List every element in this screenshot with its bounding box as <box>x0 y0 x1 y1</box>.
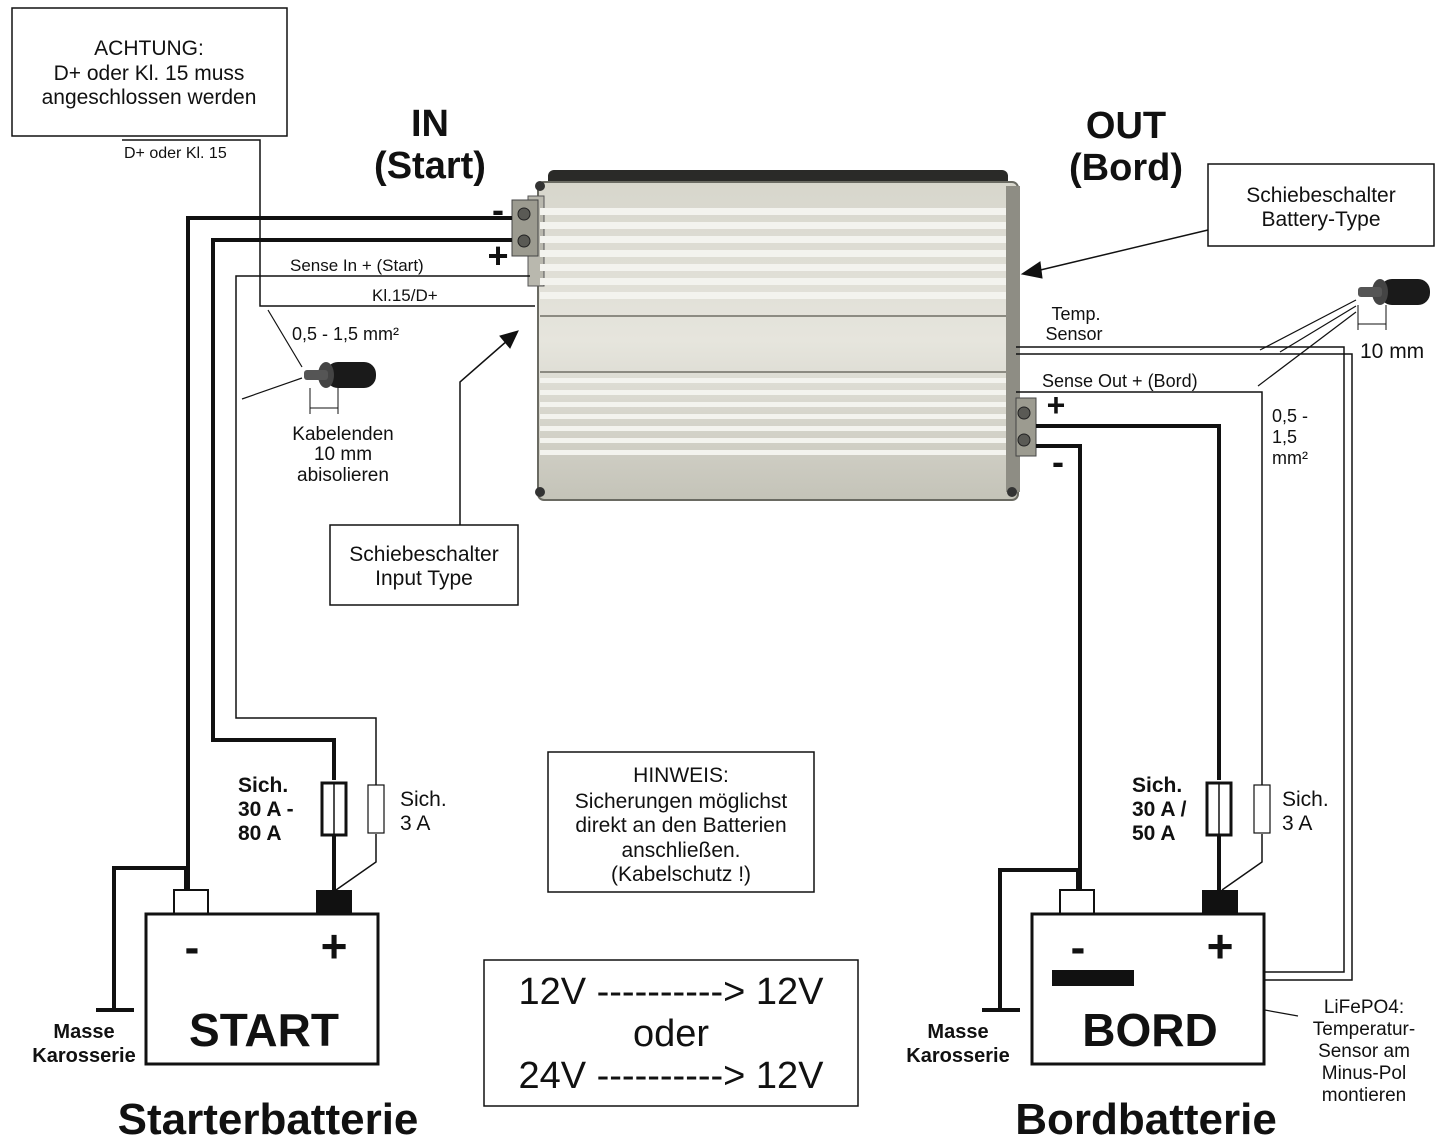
board-battery-caption: Bordbatterie <box>1015 1095 1277 1142</box>
start-battery-plus: + <box>321 920 348 972</box>
fuse-right-sense-line-2: 3 A <box>1282 812 1312 835</box>
fuse-right-sense <box>1253 784 1271 834</box>
hint-line-1: HINWEIS: <box>633 764 729 787</box>
fuse-left-sense-line-1: Sich. <box>400 788 447 811</box>
lifepo4-temp-sensor <box>1052 970 1134 986</box>
kl15-wire <box>122 139 535 307</box>
fuse-left-main-line-2: 30 A - <box>238 798 294 821</box>
wire-gauge-right-line-2: 1,5 <box>1272 427 1297 447</box>
hint-line-5: (Kabelschutz !) <box>611 863 751 886</box>
voltage-line-1: 12V ----------> 12V <box>518 971 824 1013</box>
cable-end-line-3: abisolieren <box>297 465 389 486</box>
left-ground <box>96 866 188 1012</box>
temp-sensor-line-1: Temp. <box>1051 304 1100 324</box>
cable-end-left-icon <box>304 362 376 414</box>
out-minus-wire <box>1036 444 1082 892</box>
in-minus-mark: - <box>492 189 504 230</box>
starter-battery-caption: Starterbatterie <box>118 1095 419 1142</box>
right-ground <box>982 868 1080 1012</box>
board-battery-name: BORD <box>1082 1004 1217 1056</box>
left-wiring <box>122 139 535 892</box>
fuse-left-main-line-3: 80 A <box>238 822 282 845</box>
lifepo4-line-2: Temperatur- <box>1313 1019 1415 1040</box>
out-plus-wire <box>1036 424 1221 780</box>
kl15-dplus-label: Kl.15/D+ <box>372 286 438 305</box>
board-battery-minus: - <box>1071 923 1086 972</box>
voltage-box <box>483 959 859 1107</box>
d-plus-kl15-label: D+ oder Kl. 15 <box>124 145 227 162</box>
sense-in-label: Sense In + (Start) <box>290 256 424 275</box>
sense-in-wire <box>235 275 530 785</box>
start-battery <box>144 889 380 1066</box>
in-plus-mark: + <box>487 235 508 276</box>
hint-box <box>547 751 815 893</box>
input-type-box <box>329 524 519 606</box>
warning-line-3: angeschlossen werden <box>42 86 257 109</box>
voltage-line-2: oder <box>633 1013 709 1055</box>
lifepo4-line-4: Minus-Pol <box>1322 1063 1406 1084</box>
battery-type-line-2: Battery-Type <box>1261 208 1380 231</box>
wire-gauge-left-label: 0,5 - 1,5 mm² <box>292 324 399 344</box>
out-plus-mark: + <box>1047 387 1066 423</box>
fuse-right-main <box>1205 781 1233 837</box>
in-plus-wire <box>211 238 512 780</box>
input-type-line-2: Input Type <box>375 567 473 590</box>
ground-right-line-2: Karosserie <box>906 1045 1009 1067</box>
lifepo4-line-3: Sensor am <box>1318 1041 1410 1062</box>
dc-dc-charger-device <box>511 170 1037 501</box>
hint-line-3: direkt an den Batterien <box>575 814 786 837</box>
out-subtitle: (Bord) <box>1069 147 1183 189</box>
battery-type-box <box>1207 163 1435 247</box>
strip-length-right-label: 10 mm <box>1360 340 1424 363</box>
cable-end-line-2: 10 mm <box>314 444 372 465</box>
battery-type-line-1: Schiebeschalter <box>1246 184 1395 207</box>
in-minus-wire <box>186 216 512 892</box>
ground-left-line-1: Masse <box>53 1021 114 1043</box>
fuse-left-main <box>320 781 348 837</box>
ground-left-line-2: Karosserie <box>32 1045 135 1067</box>
fuse-left-sense-line-2: 3 A <box>400 812 430 835</box>
voltage-line-3: 24V ----------> 12V <box>518 1055 824 1097</box>
in-title: IN <box>411 103 449 145</box>
fuse-right-main-line-2: 30 A / <box>1132 798 1187 821</box>
wire-gauge-right-line-1: 0,5 - <box>1272 406 1308 426</box>
fuse-right-main-line-3: 50 A <box>1132 822 1176 845</box>
start-battery-name: START <box>189 1004 339 1056</box>
fuse-left-sense <box>367 784 385 834</box>
warning-box <box>11 7 288 137</box>
warning-line-2: D+ oder Kl. 15 muss <box>54 62 245 85</box>
fuse-right-sense-line-1: Sich. <box>1282 788 1329 811</box>
wire-gauge-right-line-3: mm² <box>1272 448 1308 468</box>
temp-sensor-line-2: Sensor <box>1045 324 1102 344</box>
hint-line-2: Sicherungen möglichst <box>575 790 788 813</box>
out-minus-mark: - <box>1052 441 1064 482</box>
fuse-left-main-line-1: Sich. <box>238 774 288 797</box>
input-type-line-1: Schiebeschalter <box>349 543 498 566</box>
board-battery-plus: + <box>1207 920 1234 972</box>
cable-end-right-icon <box>1357 279 1430 330</box>
fuse-right-main-line-1: Sich. <box>1132 774 1182 797</box>
sense-out-wire <box>1016 391 1263 785</box>
lifepo4-line-1: LiFePO4: <box>1324 997 1404 1018</box>
in-subtitle: (Start) <box>374 145 486 187</box>
board-battery <box>1030 889 1266 1066</box>
start-battery-minus: - <box>185 923 200 972</box>
warning-line-1: ACHTUNG: <box>94 37 204 60</box>
sense-out-label: Sense Out + (Bord) <box>1042 371 1198 391</box>
annotation-arrows <box>459 229 1209 525</box>
ground-right-line-1: Masse <box>927 1021 988 1043</box>
out-title: OUT <box>1086 105 1166 147</box>
lifepo4-line-5: montieren <box>1322 1085 1407 1106</box>
hint-line-4: anschließen. <box>621 839 740 862</box>
cable-end-line-1: Kabelenden <box>292 424 393 445</box>
